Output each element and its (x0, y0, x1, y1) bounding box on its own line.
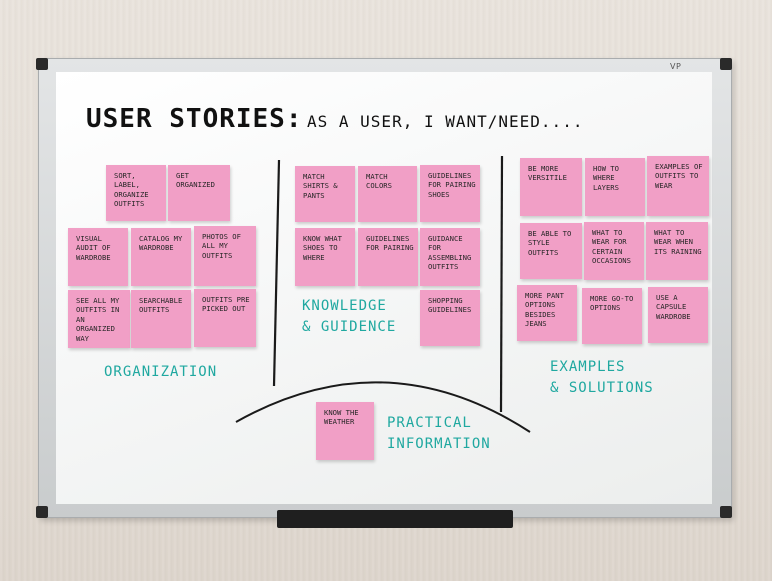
sticky-note[interactable]: Guidance for assembling outfits (420, 228, 480, 286)
sticky-note[interactable]: Examples of outfits to wear (647, 156, 709, 216)
group-label-knowledge: KNOWLEDGE & GUIDENCE (302, 298, 397, 335)
sticky-note[interactable]: Photos of all my outfits (194, 226, 256, 286)
sticky-note[interactable]: Guidelines for pairing (358, 228, 418, 286)
sticky-note[interactable]: See all my outfits in an organized way (68, 290, 130, 348)
group-label-organization: ORGANIZATION (104, 364, 218, 380)
brand-logo: VP (670, 62, 682, 71)
sticky-note[interactable]: Guidelines for pairing shoes (420, 165, 480, 222)
board-subtitle: AS A USER, I WANT/NEED.... (307, 112, 584, 131)
sticky-note[interactable]: What to wear when its raining (646, 222, 708, 280)
sticky-note[interactable]: Shopping guidelines (420, 290, 480, 346)
frame-corner (720, 58, 732, 70)
frame-corner (36, 506, 48, 518)
frame-corner (36, 58, 48, 70)
sticky-note[interactable]: Be able to style outfits (520, 223, 582, 279)
frame-corner (720, 506, 732, 518)
sticky-note[interactable]: What to wear for certain occasions (584, 222, 644, 280)
sticky-note[interactable]: Searchable outfits (131, 290, 191, 348)
group-label-practical: PRACTICAL INFORMATION (387, 415, 491, 452)
sticky-note[interactable]: Use a capsule wardrobe (648, 287, 708, 343)
board-title: USER STORIES: (86, 104, 303, 134)
sticky-note[interactable]: More go-to options (582, 288, 642, 344)
sticky-note[interactable]: Be more versitile (520, 158, 582, 216)
marker-tray (277, 510, 513, 528)
sticky-note[interactable]: Sort, label, organize outfits (106, 165, 166, 221)
sticky-note[interactable]: Visual audit of wardrobe (68, 228, 128, 286)
sticky-note[interactable]: How to where layers (585, 158, 645, 216)
group-label-examples: EXAMPLES & SOLUTIONS (550, 359, 654, 396)
sticky-note[interactable]: Match colors (358, 166, 417, 222)
sticky-note[interactable]: Outfits pre picked out (194, 289, 256, 347)
sticky-note[interactable]: Know the weather (316, 402, 374, 460)
sticky-note[interactable]: Match shirts & pants (295, 166, 355, 222)
sticky-note[interactable]: More pant options besides jeans (517, 285, 577, 341)
sticky-note[interactable]: Know what shoes to where (295, 228, 355, 286)
sticky-note[interactable]: Get organized (168, 165, 230, 221)
sticky-note[interactable]: Catalog my wardrobe (131, 228, 191, 286)
